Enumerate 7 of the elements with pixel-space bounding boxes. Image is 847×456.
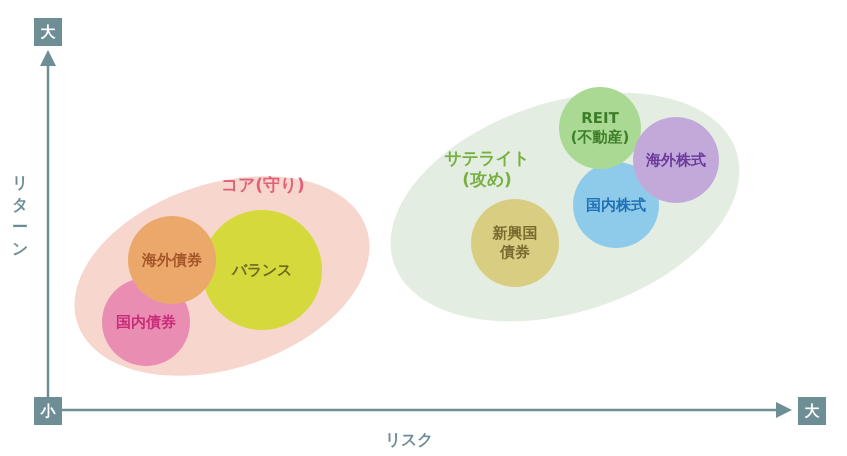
axis-title: リスク: [385, 430, 433, 451]
axis-title: リターン: [12, 172, 28, 260]
axis-end-label: 大: [34, 18, 62, 46]
group-title: コア(守り): [221, 175, 305, 197]
group-title: サテライト(攻め): [444, 148, 530, 192]
axis-end-label: 大: [798, 397, 826, 425]
axis-end-label: 小: [34, 397, 62, 425]
